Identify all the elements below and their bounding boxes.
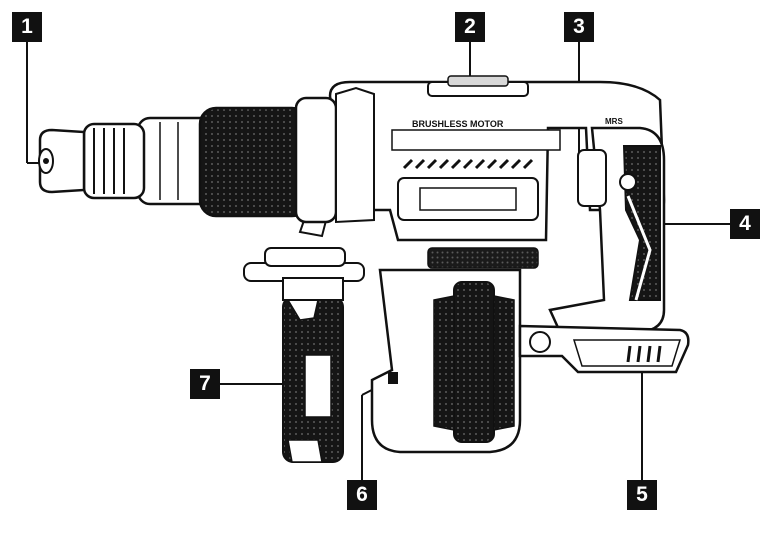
side-handle bbox=[243, 178, 365, 463]
callout-3: 3 bbox=[564, 12, 594, 42]
callout-7: 7 bbox=[190, 369, 220, 399]
motor-label: BRUSHLESS MOTOR bbox=[412, 119, 504, 129]
front-barrel bbox=[136, 86, 375, 224]
callout-4: 4 bbox=[730, 209, 760, 239]
drill-chuck bbox=[38, 122, 146, 200]
callout-2: 2 bbox=[455, 12, 485, 42]
d-handle bbox=[370, 268, 522, 454]
callout-5: 5 bbox=[627, 480, 657, 510]
callout-1: 1 bbox=[12, 12, 42, 42]
rear-handle bbox=[548, 126, 666, 334]
battery-pack bbox=[518, 324, 690, 374]
badge-label: MRS bbox=[605, 117, 623, 126]
motor-housing bbox=[328, 75, 666, 269]
callout-6: 6 bbox=[347, 480, 377, 510]
